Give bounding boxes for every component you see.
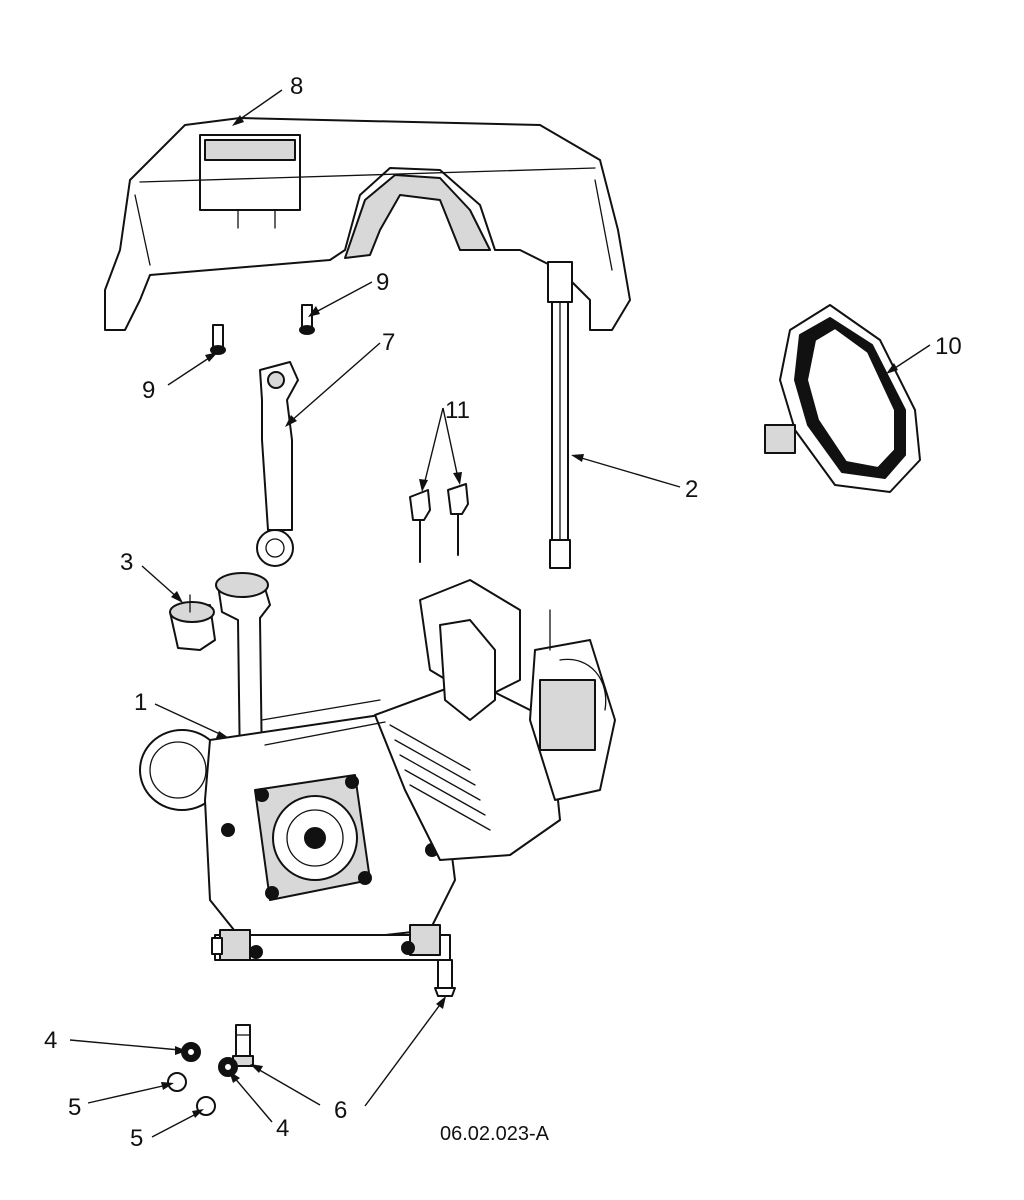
callout-4-upper: 4 (44, 1027, 57, 1054)
part-7-wrench (256, 361, 299, 567)
callout-10: 10 (935, 333, 962, 360)
part-4-nut-upper (181, 1042, 201, 1062)
callout-2: 2 (685, 476, 698, 503)
callout-3: 3 (120, 549, 133, 576)
callout-1: 1 (134, 689, 147, 716)
part-6-bolt (232, 1024, 254, 1067)
part-3-fuel-cap (169, 594, 216, 651)
part-10-air-filter (764, 304, 921, 493)
part-2-dipstick-tube (547, 261, 573, 569)
callout-11: 11 (445, 397, 470, 424)
callout-7: 7 (382, 329, 395, 356)
callout-6: 6 (334, 1097, 347, 1124)
callout-9-left: 9 (142, 377, 155, 404)
part-4-nut-lower (218, 1057, 238, 1077)
part-5-washer-upper (167, 1072, 187, 1092)
leader-lines (69, 89, 931, 1138)
part-9-screw-right (299, 304, 315, 335)
part-11-plug-right (447, 483, 469, 556)
callout-4-lower: 4 (276, 1115, 289, 1142)
drawing-id: 06.02.023-A (440, 1123, 550, 1145)
callout-9-right: 9 (376, 269, 389, 296)
engine-assembly (139, 572, 616, 997)
part-8-top-shroud (104, 117, 631, 331)
callout-labels: 8 9 9 7 11 10 2 3 1 4 5 5 4 6 (44, 73, 962, 1152)
callout-5-upper: 5 (68, 1094, 81, 1121)
callout-8: 8 (290, 73, 303, 100)
part-9-screw-left (210, 324, 226, 355)
callout-5-lower: 5 (130, 1125, 143, 1152)
part-11-plug-left (409, 489, 431, 563)
